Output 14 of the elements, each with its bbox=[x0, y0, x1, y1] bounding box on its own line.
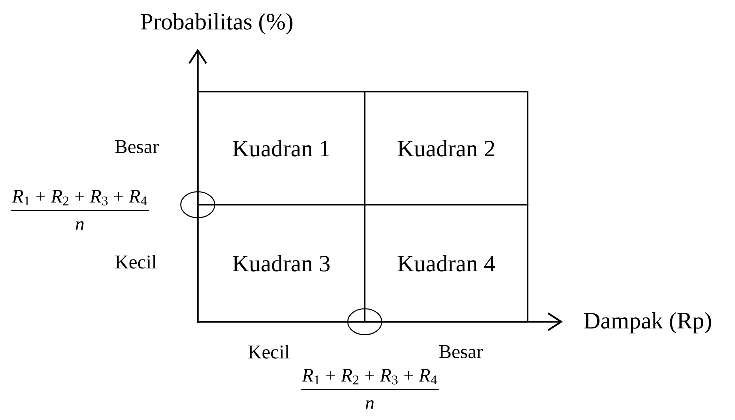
axis-label: Kecil bbox=[115, 255, 157, 269]
fraction-numerator: R$_{1}$ + R$_{2}$ + R$_{3}$ + R$_{4}$ bbox=[302, 369, 438, 385]
fraction-denominator: n bbox=[366, 400, 374, 410]
quadrant-cell: Kuadran 4 bbox=[364, 204, 529, 323]
axis-title: Dampak (Rp) bbox=[584, 312, 712, 334]
quadrant-cell: Kuadran 3 bbox=[197, 204, 366, 323]
axis-label: Besar bbox=[115, 140, 160, 154]
axis-label: Kecil bbox=[248, 345, 290, 359]
axis-title: Probabilitas (%) bbox=[141, 13, 293, 35]
quadrant-cell: Kuadran 2 bbox=[364, 91, 529, 206]
fraction-numerator: R$_{1}$ + R$_{2}$ + R$_{3}$ + R$_{4}$ bbox=[12, 190, 148, 206]
quadrant-cell: Kuadran 1 bbox=[197, 91, 366, 206]
fraction-denominator: n bbox=[76, 222, 84, 230]
axis-label: Besar bbox=[439, 346, 484, 358]
